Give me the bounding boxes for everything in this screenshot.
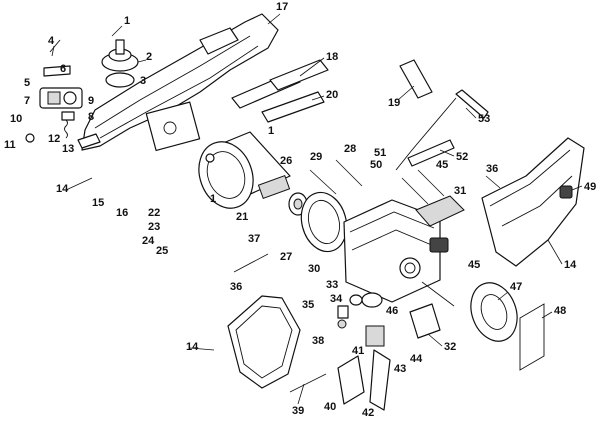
callout-24: 24	[142, 235, 155, 247]
callout-10: 10	[10, 113, 22, 125]
gear-part	[337, 292, 383, 329]
callout-1c: 1	[210, 193, 216, 205]
callout-51: 51	[374, 147, 386, 159]
pad-part	[409, 303, 441, 339]
callout-42: 42	[362, 407, 374, 419]
spring-part	[25, 119, 101, 149]
upper-housing-part	[81, 13, 279, 152]
callout-36a: 36	[230, 281, 242, 293]
callout-46: 46	[386, 305, 398, 317]
callout-34: 34	[330, 293, 343, 305]
callout-labels: 1 1 1 2 3 4 5 6 7 8 9 10 11 12 13 14 14 …	[4, 1, 596, 419]
motor-housing-part	[343, 199, 449, 303]
callout-44: 44	[410, 353, 423, 365]
callout-41: 41	[352, 345, 364, 357]
callout-33: 33	[326, 279, 338, 291]
callout-22: 22	[148, 207, 160, 219]
callout-6: 6	[60, 63, 66, 75]
callout-45b: 45	[468, 259, 480, 271]
callout-9: 9	[88, 95, 94, 107]
callout-12: 12	[48, 133, 60, 145]
callout-29: 29	[310, 151, 322, 163]
callout-30: 30	[308, 263, 320, 275]
callout-21: 21	[236, 211, 248, 223]
callout-16: 16	[116, 207, 128, 219]
power-cord-part	[395, 59, 489, 171]
knob-assembly-part	[101, 39, 139, 88]
callout-38: 38	[312, 335, 324, 347]
callout-26: 26	[280, 155, 292, 167]
long-bolt-part	[309, 159, 455, 307]
callout-50: 50	[370, 159, 382, 171]
callout-39: 39	[292, 405, 304, 417]
callout-11: 11	[4, 139, 16, 151]
fan-plate-part	[300, 191, 348, 253]
callout-7: 7	[24, 95, 30, 107]
callout-1b: 1	[268, 125, 274, 137]
callout-17: 17	[276, 1, 288, 13]
callout-8: 8	[88, 111, 94, 123]
callout-25: 25	[156, 245, 168, 257]
callout-4: 4	[48, 35, 55, 47]
switch-part	[337, 325, 391, 411]
callout-43: 43	[394, 363, 406, 375]
callout-31: 31	[454, 185, 466, 197]
callout-36b: 36	[486, 163, 498, 175]
callout-49: 49	[584, 181, 596, 193]
callout-5: 5	[24, 77, 30, 89]
callout-47: 47	[510, 281, 522, 293]
motor-armature-part	[198, 131, 291, 209]
callout-45a: 45	[436, 159, 448, 171]
callout-14c: 14	[186, 341, 199, 353]
callout-23: 23	[148, 221, 160, 233]
callout-48: 48	[554, 305, 566, 317]
callout-28: 28	[344, 143, 356, 155]
callout-27: 27	[280, 251, 292, 263]
leader-lines	[51, 13, 583, 405]
callout-35: 35	[302, 299, 314, 311]
callout-3: 3	[140, 75, 146, 87]
cover-plate-part	[415, 195, 465, 227]
callout-32: 32	[444, 341, 456, 353]
rod-part	[233, 253, 327, 393]
callout-1a: 1	[124, 15, 130, 27]
callout-40: 40	[324, 401, 336, 413]
callout-18: 18	[326, 51, 338, 63]
callout-14b: 14	[564, 259, 577, 271]
callout-15: 15	[92, 197, 104, 209]
callout-2: 2	[146, 51, 152, 63]
callout-37: 37	[248, 233, 260, 245]
callout-13: 13	[62, 143, 74, 155]
right-housing-part	[481, 137, 585, 267]
callout-53: 53	[478, 113, 490, 125]
callout-52: 52	[456, 151, 468, 163]
tension-assembly-part	[39, 39, 83, 121]
callout-14a: 14	[56, 183, 69, 195]
fan-part	[470, 282, 545, 371]
chain-guide-part	[231, 59, 329, 123]
callout-19: 19	[388, 97, 400, 109]
callout-20: 20	[326, 89, 338, 101]
lower-housing-part	[227, 295, 301, 389]
